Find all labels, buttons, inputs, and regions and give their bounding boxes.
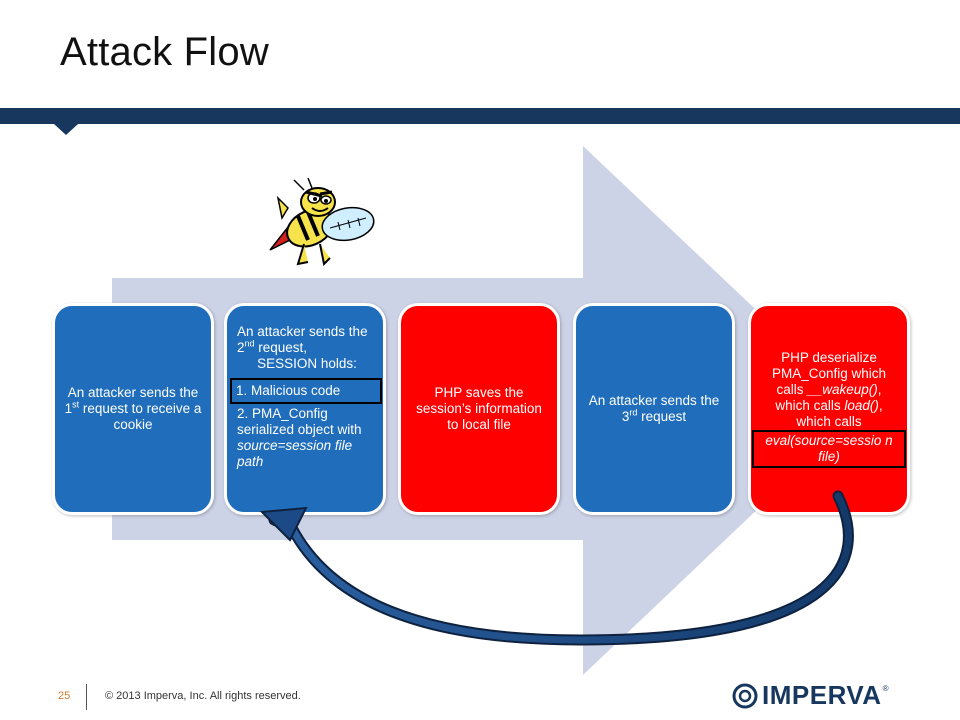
- slide-title: Attack Flow: [60, 30, 269, 74]
- step-4-text: An attacker sends the 3rd request: [588, 393, 720, 424]
- imperva-logo: IMPERVA ®: [732, 680, 888, 711]
- step-2-box: An attacker sends the 2nd request, SESSI…: [224, 303, 386, 515]
- step-1-box: An attacker sends the 1st request to rec…: [52, 303, 214, 515]
- copyright-text: © 2013 Imperva, Inc. All rights reserved…: [105, 690, 301, 702]
- page-number: 25: [58, 690, 71, 702]
- step-1-text: An attacker sends the 1st request to rec…: [64, 385, 202, 432]
- step-5-box: PHP deserialize PMA_Config which calls _…: [748, 303, 910, 515]
- step-4-box: An attacker sends the 3rd request: [573, 303, 735, 515]
- bee-icon: [269, 178, 375, 267]
- header-bar-notch: [54, 124, 78, 135]
- step-5-text: PHP deserialize PMA_Config which calls _…: [752, 350, 906, 468]
- eval-highlight: eval(source=sessio n file): [752, 430, 906, 468]
- step-3-box: PHP saves the session’s information to l…: [398, 303, 560, 515]
- step-3-text: PHP saves the session’s information to l…: [416, 385, 542, 432]
- malicious-code-highlight: 1. Malicious code: [230, 378, 382, 404]
- registered-mark: ®: [882, 684, 889, 693]
- footer-divider: [86, 684, 87, 710]
- step-2-text: An attacker sends the 2nd request, SESSI…: [230, 324, 382, 470]
- imperva-logo-mark-icon: [732, 683, 758, 708]
- header-bar: [0, 108, 960, 124]
- imperva-logo-text: IMPERVA: [762, 680, 882, 710]
